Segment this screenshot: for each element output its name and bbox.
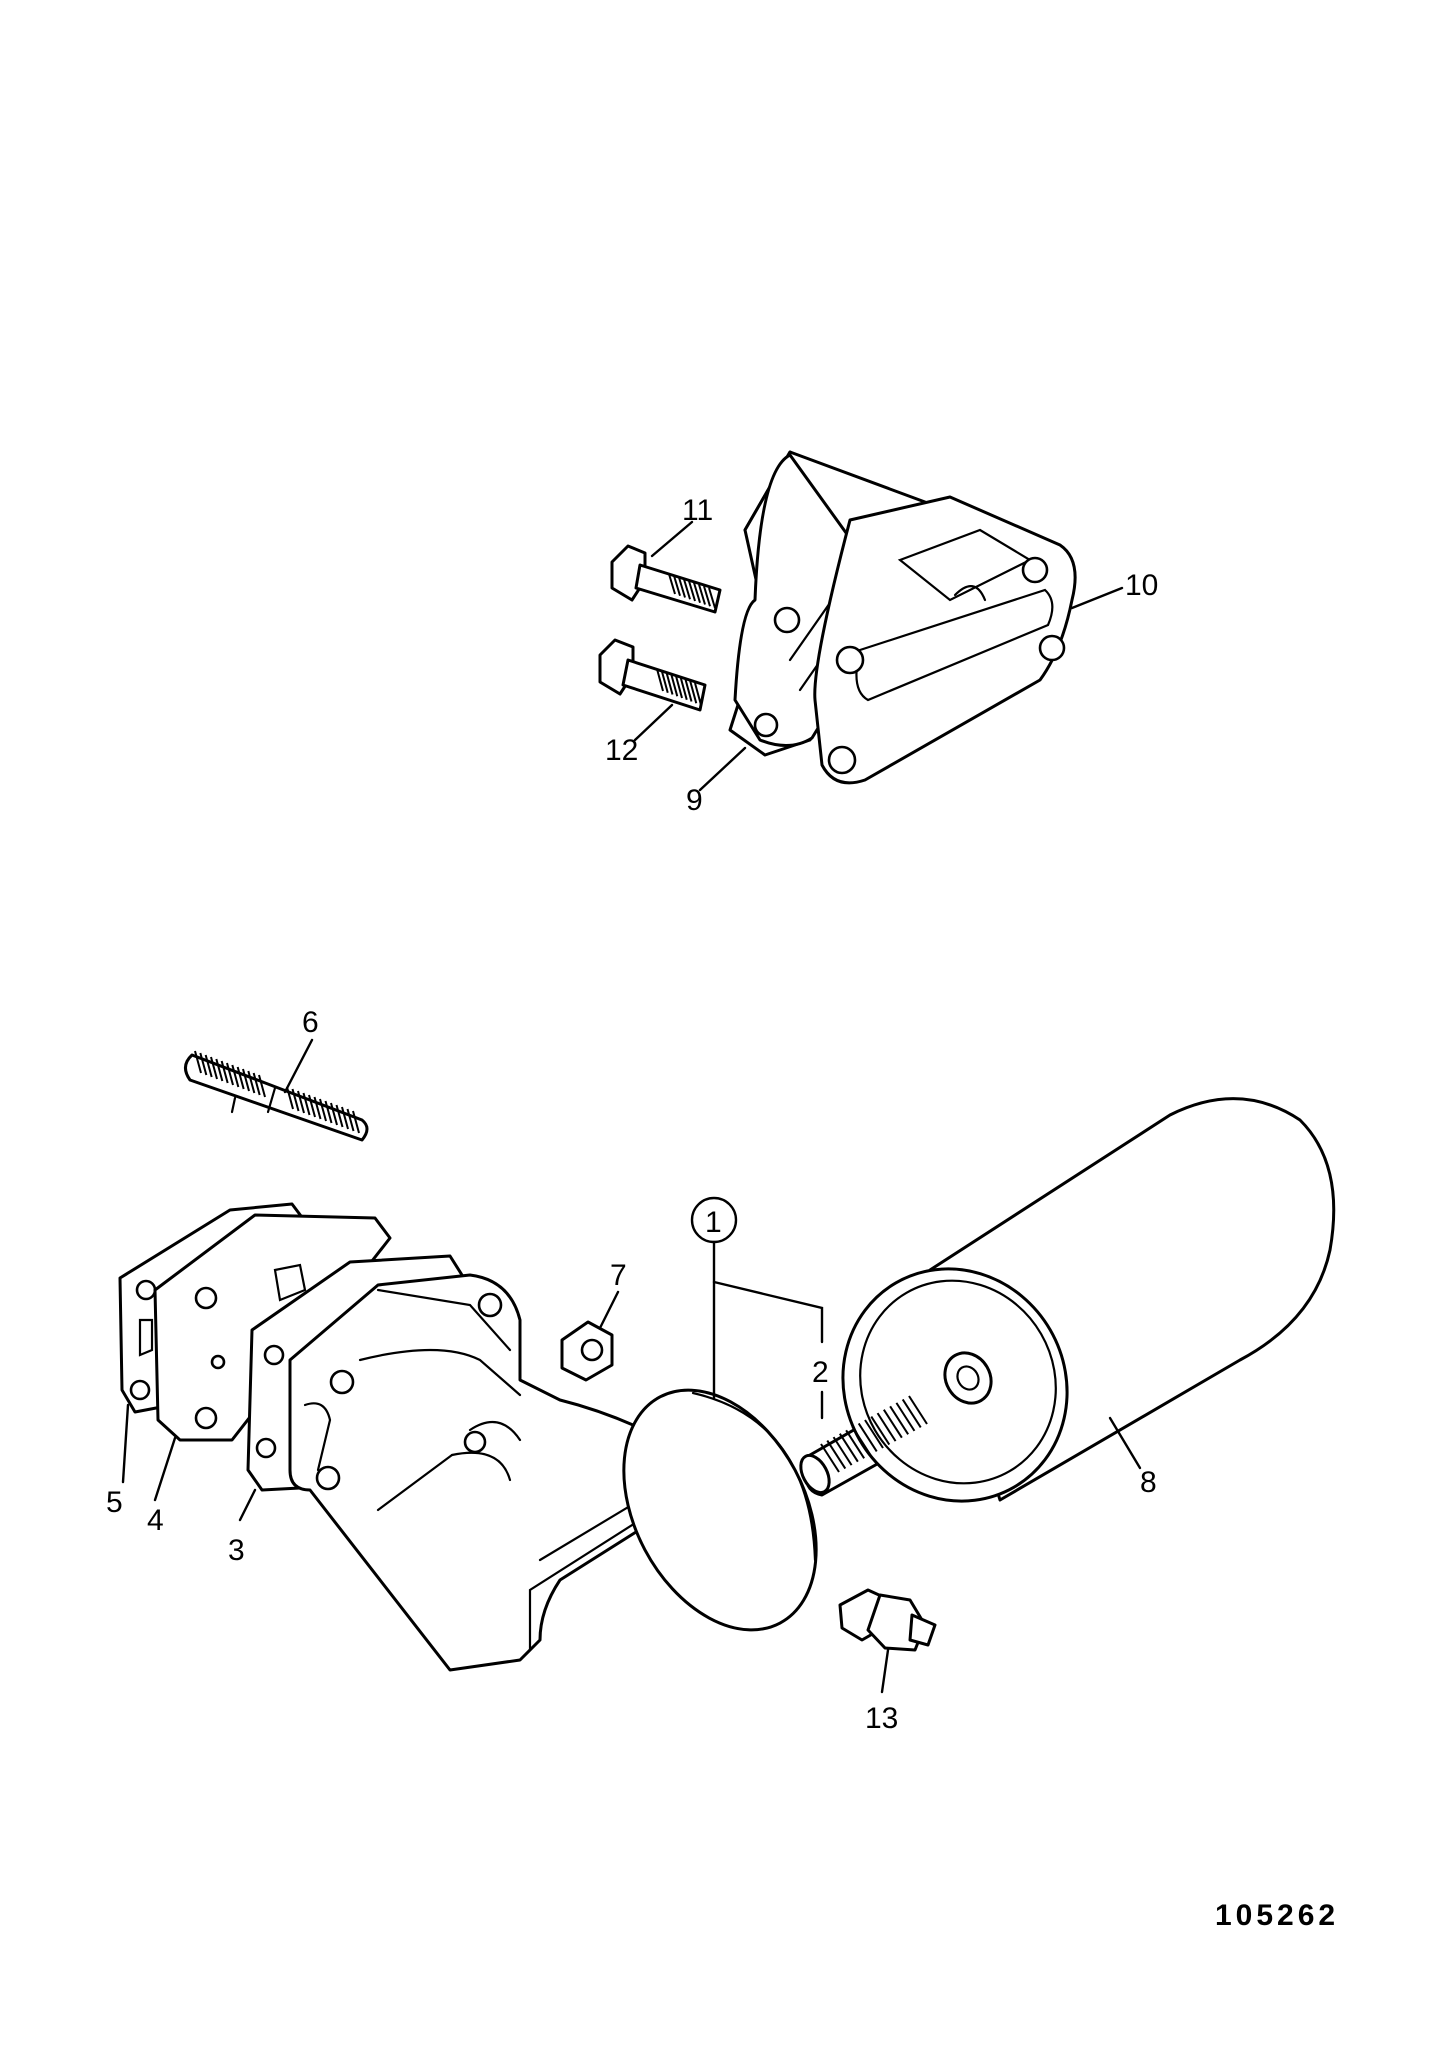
leader-10 bbox=[1070, 586, 1124, 610]
filter-head-disc bbox=[622, 1388, 818, 1632]
callout-5: 5 bbox=[106, 1486, 123, 1519]
thread-bolt-11 bbox=[668, 573, 716, 609]
thread-stud-6-right bbox=[286, 1086, 360, 1134]
callout-11: 11 bbox=[682, 494, 713, 527]
leader-3 bbox=[238, 1488, 257, 1522]
callout-2: 2 bbox=[812, 1356, 829, 1389]
leader-11 bbox=[650, 520, 694, 558]
figure-reference-number: 105262 bbox=[1215, 1899, 1339, 1932]
callout-4: 4 bbox=[147, 1504, 164, 1537]
callout-1: 1 bbox=[705, 1206, 722, 1239]
leader-13 bbox=[880, 1648, 890, 1694]
callout-9: 9 bbox=[686, 784, 703, 817]
leader-5 bbox=[121, 1403, 130, 1484]
callout-10: 10 bbox=[1125, 569, 1158, 602]
callout-7: 7 bbox=[610, 1259, 627, 1292]
callout-3: 3 bbox=[228, 1534, 245, 1567]
nut-part-7 bbox=[560, 1320, 614, 1382]
bolt-part-12 bbox=[598, 638, 707, 712]
callout-6: 6 bbox=[302, 1006, 319, 1039]
pressure-switch-part-13 bbox=[838, 1588, 937, 1652]
leader-7 bbox=[598, 1290, 620, 1330]
bracket-1-2 bbox=[712, 1280, 824, 1344]
thread-adaptor-2 bbox=[820, 1395, 928, 1473]
filter-cartridge-part-8 bbox=[841, 1097, 1336, 1503]
thread-stud-6-left bbox=[194, 1050, 266, 1098]
callout-12: 12 bbox=[605, 734, 638, 767]
callout-13: 13 bbox=[865, 1702, 898, 1735]
thread-bolt-12 bbox=[656, 668, 702, 706]
gasket-part-10 bbox=[813, 495, 1077, 785]
stud-part-6 bbox=[184, 1053, 369, 1142]
callout-8: 8 bbox=[1140, 1466, 1157, 1499]
leader-6 bbox=[283, 1038, 314, 1094]
leader-4 bbox=[153, 1436, 177, 1502]
leader-8 bbox=[1108, 1416, 1142, 1470]
leader-12 bbox=[633, 703, 674, 742]
leader-9 bbox=[698, 746, 747, 792]
